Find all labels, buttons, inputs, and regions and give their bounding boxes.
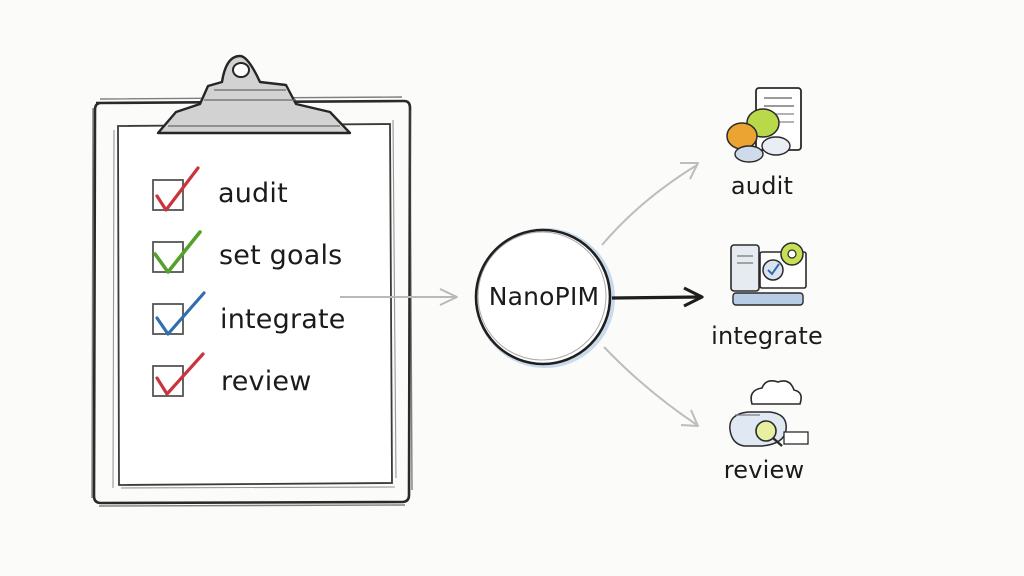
checkbox-set-goals [152,230,202,274]
checklist-item-review-label: review [221,366,312,397]
document-chat-icon [726,87,802,163]
checklist-item-audit-label: audit [218,178,288,209]
checklist-item-set-goals-label: set goals [219,240,343,271]
hub-circle [474,228,612,366]
clipboard-board [92,99,412,505]
hub [474,228,615,368]
clipboard-clip [156,54,352,135]
arrow-clipboard-to-hub [340,288,458,306]
clipboard [91,54,413,507]
arrow-hub-to-review [603,346,699,427]
devices-gear-icon [730,242,807,306]
clipboard-clip-hole [232,62,250,78]
arrow-hub-to-integrate [611,286,704,308]
output-review-label: review [723,456,805,484]
checkbox-integrate [152,291,206,336]
output-audit-label: audit [730,172,794,200]
check-mark-icon [155,166,200,212]
hub-label: NanoPIM [488,282,600,311]
output-integrate-label: integrate [711,322,823,350]
clipboard-paper-sketch [112,119,397,489]
checklist [152,166,206,397]
check-mark-icon [155,291,206,336]
check-mark-icon [155,352,205,396]
checkbox-audit [152,166,200,212]
arrow-hub-to-audit [601,162,699,246]
hub-circle-sketch [477,231,607,361]
checkbox-review [152,352,205,397]
clipboard-clip-shade [168,89,340,127]
checklist-item-integrate-label: integrate [220,304,346,335]
check-mark-icon [153,230,202,274]
cloud-magnifier-icon [729,380,809,447]
